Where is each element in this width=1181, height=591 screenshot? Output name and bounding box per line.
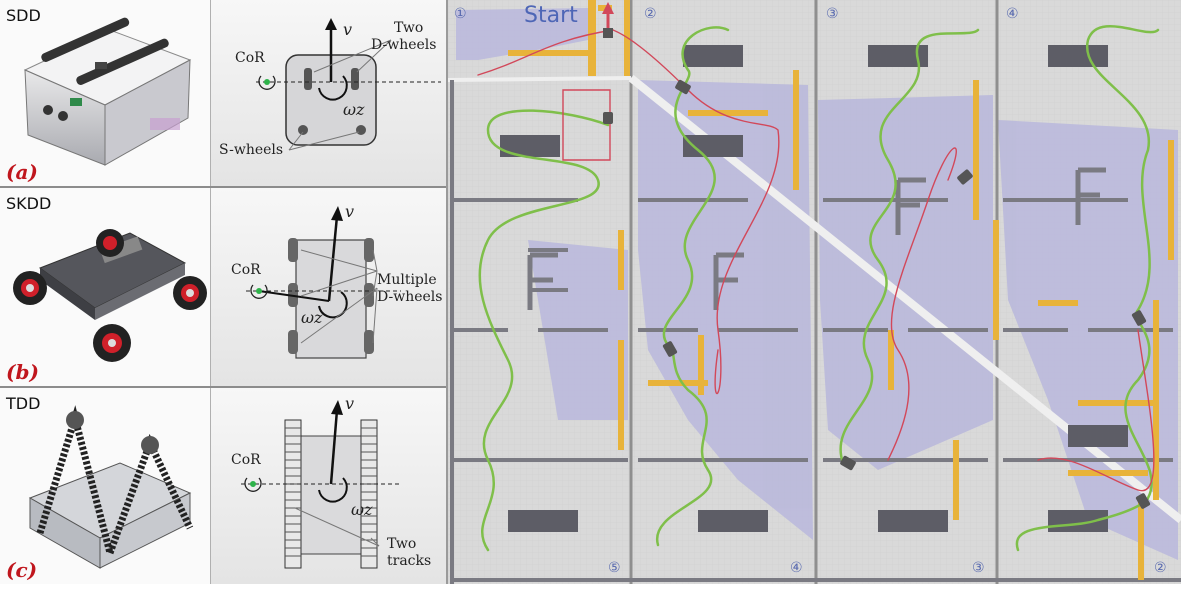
cor-label: CoR <box>235 50 265 66</box>
wheels-label-top: Two <box>394 20 423 36</box>
wheel-fl <box>13 271 47 305</box>
wheels-label-top: Multiple <box>377 272 437 288</box>
tdd-kinematic-diagram: v CoR ωz Two tracks <box>211 388 446 584</box>
drive-types-column: SDD (a) v CoR Two D- <box>0 0 448 584</box>
cor-label: CoR <box>231 452 261 468</box>
omega-label: ωz <box>343 100 364 119</box>
map-number: ③ <box>972 560 985 576</box>
sdd-robot-illustration <box>0 0 210 186</box>
map-number: ④ <box>790 560 803 576</box>
panel-label: (c) <box>6 558 37 582</box>
omega-label: ωz <box>301 308 322 327</box>
maps-drawing <box>448 0 1181 584</box>
skdd-kinematic-diagram: v CoR Multiple D-wheels ωz <box>211 188 446 386</box>
velocity-label: v <box>343 20 352 39</box>
map-number: ④ <box>1006 6 1019 22</box>
panel-tdd: TDD (c) <box>0 388 446 584</box>
tdd-robot-illustration <box>0 388 210 584</box>
tdd-robot-photo: TDD (c) <box>0 388 211 584</box>
velocity-label: v <box>345 394 354 413</box>
map-number: ③ <box>826 6 839 22</box>
panel-label: (b) <box>6 360 39 384</box>
start-label: Start <box>524 3 578 28</box>
map-number: ② <box>644 6 657 22</box>
wheels-label-bottom: D-wheels <box>371 37 436 53</box>
panel-title: SDD <box>6 6 41 25</box>
panel-skdd: SKDD (b) <box>0 188 446 388</box>
wheel-fr <box>96 229 124 257</box>
wheels-label-bottom: tracks <box>387 553 431 569</box>
panel-title: TDD <box>6 394 40 413</box>
map-number: ② <box>1154 560 1167 576</box>
cor-label: CoR <box>231 262 261 278</box>
panel-title: SKDD <box>6 194 51 213</box>
exploration-maps: Start ① ② ③ ④ ⑤ ④ ③ ② <box>448 0 1181 584</box>
panel-sdd: SDD (a) v CoR Two D- <box>0 0 446 188</box>
wheel-rr <box>173 276 207 310</box>
map-number: ① <box>454 6 467 22</box>
panel-label: (a) <box>6 160 38 184</box>
wheel-rl <box>93 324 131 362</box>
wheels-label-bottom: D-wheels <box>377 289 442 305</box>
skdd-robot-illustration <box>0 188 210 386</box>
swheels-label: S-wheels <box>219 142 283 158</box>
sdd-kinematic-diagram: v CoR Two D-wheels ωz S-wheels <box>211 0 446 186</box>
sdd-robot-photo: SDD (a) <box>0 0 211 186</box>
map-number: ⑤ <box>608 560 621 576</box>
omega-label: ωz <box>351 500 372 519</box>
skdd-robot-photo: SKDD (b) <box>0 188 211 386</box>
velocity-label: v <box>345 202 354 221</box>
wheels-label-top: Two <box>387 536 416 552</box>
